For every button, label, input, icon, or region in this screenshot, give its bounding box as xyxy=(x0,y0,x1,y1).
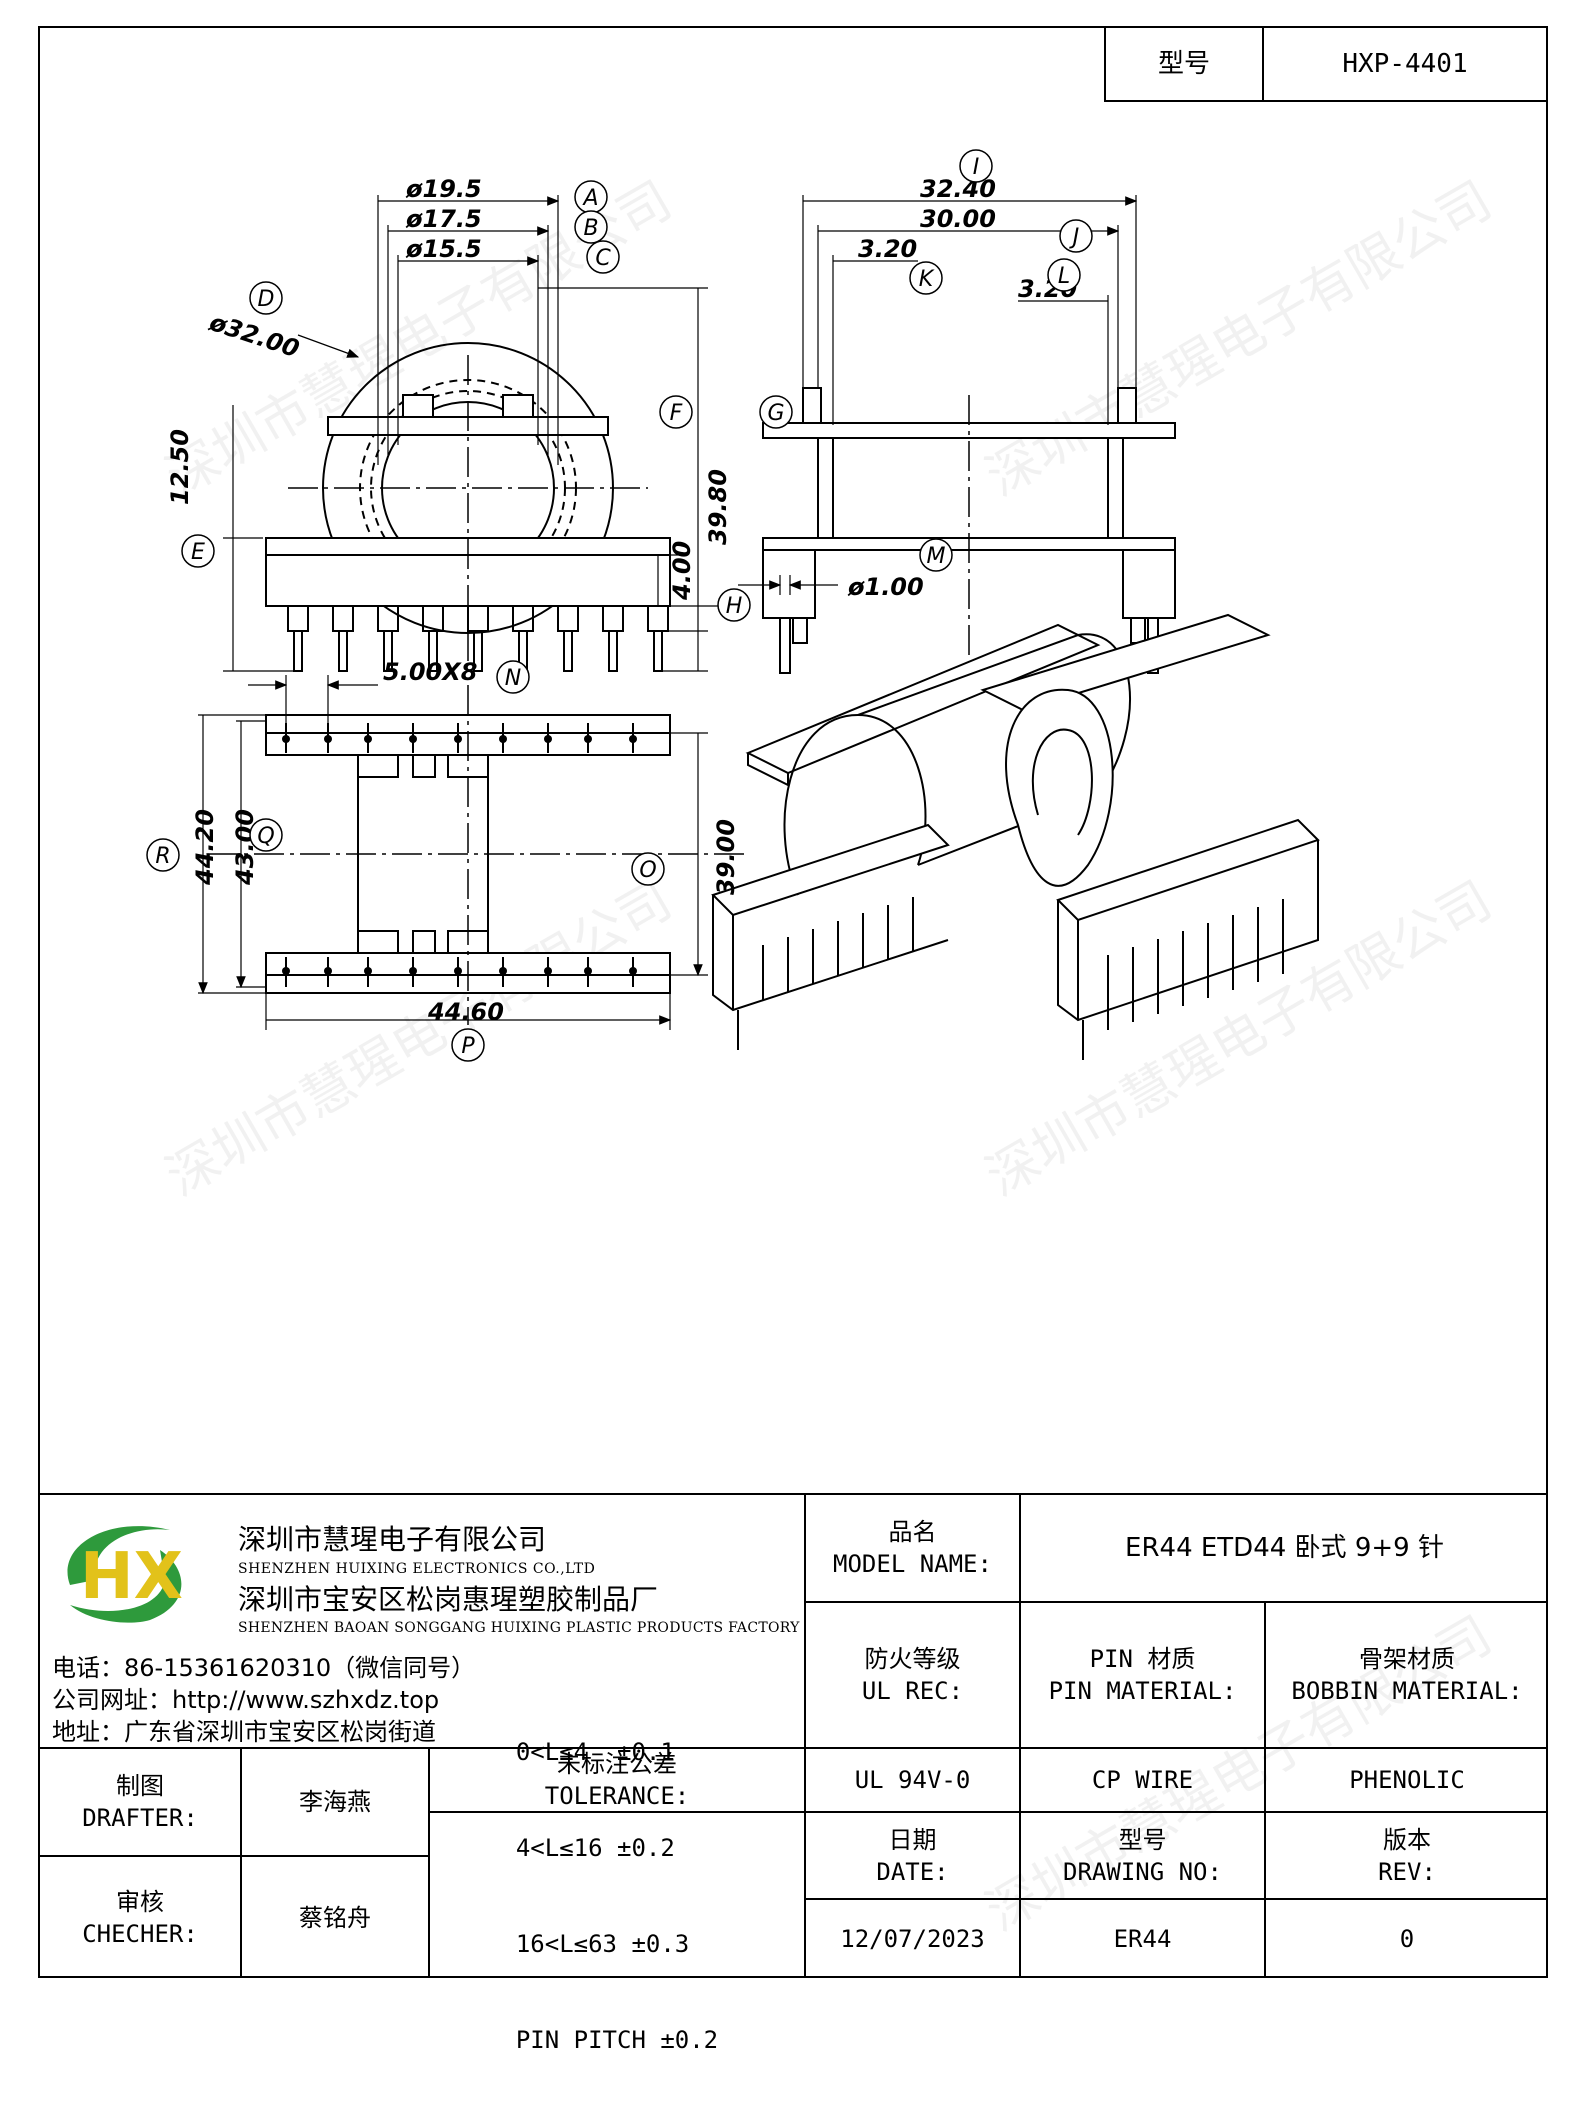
model-number: HXP-4401 xyxy=(1342,49,1468,79)
dim-F-value: 4.00 xyxy=(668,541,696,601)
dim-P-value: 44.60 xyxy=(427,998,504,1026)
marker-l: L xyxy=(1058,264,1070,289)
marker-circle-g xyxy=(759,395,793,429)
isometric-view xyxy=(711,613,1320,1060)
marker-circle-r xyxy=(146,838,180,872)
bobbin-material-value: PHENOLIC xyxy=(1349,1766,1465,1794)
factory-name-en: SHENZHEN BAOAN SONGGANG HUIXING PLASTIC … xyxy=(238,1620,800,1636)
drafter-label: 制图 DRAFTER: xyxy=(82,1772,198,1832)
phone: 电话：86-15361620310（微信同号） xyxy=(52,1654,476,1682)
bobbin-material-label: 骨架材质 BOBBIN MATERIAL: xyxy=(1291,1645,1523,1705)
pin-material-label: PIN 材质 PIN MATERIAL: xyxy=(1048,1645,1237,1705)
marker-circle-k xyxy=(909,261,943,295)
front-view xyxy=(265,342,671,672)
marker-n: N xyxy=(505,666,521,691)
dim-K-value: 3.20 xyxy=(858,235,917,263)
company-logo: HX xyxy=(67,1526,183,1623)
marker-circle-h xyxy=(717,588,751,622)
dim-C-value: ø15.5 xyxy=(405,235,482,263)
drawing-no-label: 型号 DRAWING NO: xyxy=(1063,1825,1222,1886)
marker-b: B xyxy=(583,216,598,241)
marker-p: P xyxy=(461,1034,475,1059)
dim-M-value: ø1.00 xyxy=(847,573,924,601)
dim-B-value: ø17.5 xyxy=(405,205,482,233)
marker-o: O xyxy=(639,858,656,883)
marker-circle-e xyxy=(181,534,215,568)
bobbin-drawing: ø19.5 ø17.5 ø15.5 ø32.00 12.50 4.00 39.8… xyxy=(146,149,1320,1062)
marker-circle-i xyxy=(959,149,993,183)
marker-circle-o xyxy=(631,852,665,886)
tolerance-label: 未标注公差 TOLERANCE: xyxy=(544,1750,690,1810)
rev-label: 版本 REV: xyxy=(1378,1825,1436,1886)
dim-A-value: ø19.5 xyxy=(405,175,482,203)
pin-material-value: CP WIRE xyxy=(1091,1766,1194,1794)
marker-circle-l xyxy=(1047,258,1081,292)
drawing-no-value: ER44 xyxy=(1113,1925,1172,1953)
dim-Q-value: 43.00 xyxy=(231,809,259,886)
dim-R-value: 44.20 xyxy=(191,809,219,886)
dim-E-value: 12.50 xyxy=(166,429,194,505)
ul-rec-value: UL 94V-0 xyxy=(854,1766,971,1794)
marker-f: F xyxy=(670,401,683,426)
drawing-frame xyxy=(38,26,1548,1978)
model-label: 型号 xyxy=(1157,49,1210,79)
company-name-en: SHENZHEN HUIXING ELECTRONICS CO.,LTD xyxy=(238,1561,596,1577)
dim-G-value: 39.80 xyxy=(704,469,732,545)
checker-label: 审核 CHECHER: xyxy=(82,1887,198,1948)
bottom-view xyxy=(208,685,748,1025)
marker-k: K xyxy=(919,267,935,292)
tolerance-table: 0<L≤4 ±0.1 4<L≤16 ±0.2 16<L≤63 ±0.3 PIN … xyxy=(430,1738,804,2054)
model-name-value: ER44 ETD44 卧式 9+9 针 xyxy=(1125,1533,1444,1563)
marker-g: G xyxy=(767,401,784,426)
side-view xyxy=(762,387,1176,674)
drafter-value: 李海燕 xyxy=(299,1788,371,1816)
address: 地址：广东省深圳市宝安区松岗街道 xyxy=(52,1718,436,1746)
tolerance-line: 4<L≤16 ±0.2 xyxy=(515,1833,675,1862)
marker-q: Q xyxy=(257,824,274,849)
bottom-view-pin-dots xyxy=(282,735,637,975)
marker-i: I xyxy=(973,155,980,180)
marker-circle-c xyxy=(586,240,620,274)
marker-circle-f xyxy=(659,395,693,429)
marker-circle-q xyxy=(249,818,283,852)
marker-circle-b xyxy=(574,210,608,244)
logo-text: HX xyxy=(80,1540,183,1614)
marker-r: R xyxy=(155,844,170,869)
dim-N-value: 5.00X8 xyxy=(383,658,477,686)
marker-j: J xyxy=(1069,225,1080,250)
tolerance-line: 16<L≤63 ±0.3 xyxy=(515,1929,690,1958)
marker-a: A xyxy=(581,186,598,211)
dim-O-value: 39.00 xyxy=(712,819,740,895)
dim-D-value: ø32.00 xyxy=(205,308,302,363)
ul-rec-label: 防火等级 UL REC: xyxy=(861,1645,964,1705)
checker-value: 蔡铭舟 xyxy=(299,1903,371,1932)
date-value: 12/07/2023 xyxy=(840,1925,985,1953)
marker-circle-d xyxy=(249,281,283,315)
marker-c: C xyxy=(595,246,611,271)
tolerance-line: 0<L≤4 ±0.1 xyxy=(515,1737,675,1766)
company-name-cn: 深圳市慧瑆电子有限公司 xyxy=(238,1523,547,1556)
rev-value: 0 xyxy=(1399,1925,1415,1953)
date-label: 日期 DATE: xyxy=(876,1825,949,1886)
marker-circle-m xyxy=(919,538,953,572)
marker-circle-j xyxy=(1059,219,1093,253)
marker-d: D xyxy=(258,287,275,312)
marker-circle-p xyxy=(451,1028,485,1062)
marker-m: M xyxy=(927,544,946,569)
website: 公司网址：http://www.szhxdz.top xyxy=(52,1686,440,1714)
dim-J-value: 30.00 xyxy=(920,205,996,233)
factory-name-cn: 深圳市宝安区松岗惠瑆塑胶制品厂 xyxy=(238,1583,659,1616)
marker-e: E xyxy=(191,540,205,565)
tolerance-line: PIN PITCH ±0.2 xyxy=(515,2025,719,2054)
marker-circle-n xyxy=(496,660,530,694)
model-name-label: 品名 MODEL NAME: xyxy=(833,1518,992,1578)
marker-h: H xyxy=(726,594,743,619)
